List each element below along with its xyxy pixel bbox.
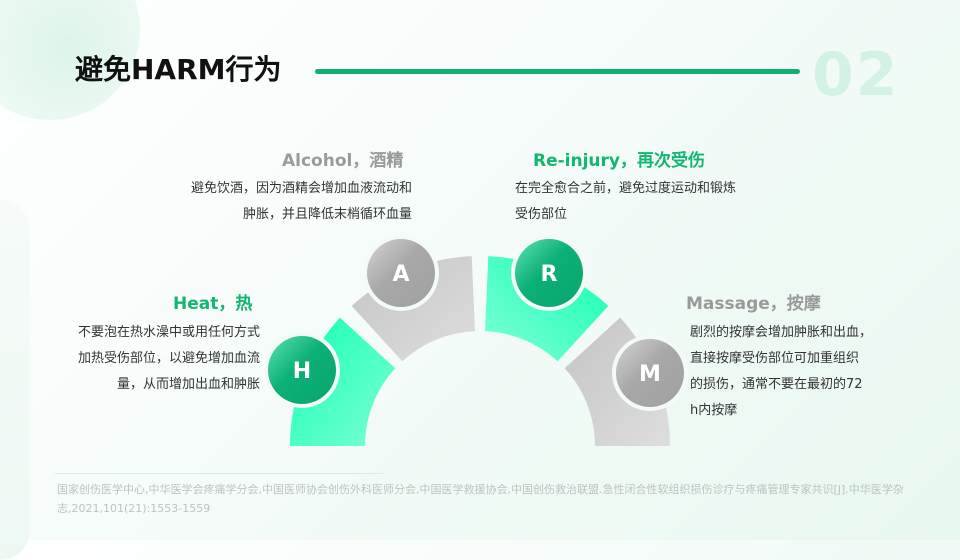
badge-circle <box>616 339 684 407</box>
text-line: 避免饮酒，因为酒精会增加血液流动和 <box>190 181 412 196</box>
heat-description: 不要泡在热水澡中或用任何方式 加热受伤部位，以避免增加血流 量，从而增加出血和肿… <box>78 320 260 398</box>
badge-letter: H <box>293 359 311 384</box>
section-number: 02 <box>812 40 900 110</box>
reference-citation: 国家创伤医学中心,中华医学会疼痛学分会,中国医师协会创伤外科医师分会,中国医学救… <box>57 483 904 515</box>
text-line: 剧烈的按摩会增加肿胀和出血， <box>690 325 873 340</box>
page-title: 避免HARM行为 <box>75 53 282 86</box>
text-line: 加热受伤部位，以避免增加血流 <box>77 351 260 366</box>
massage-heading: Massage，按摩 <box>686 294 821 314</box>
text-line: 肿胀，并且降低末梢循环血量 <box>242 207 412 222</box>
badge-letter: R <box>541 262 558 287</box>
massage-description: 剧烈的按摩会增加肿胀和出血， 直接按摩受伤部位可加重组织 的损伤，通常不要在最初… <box>690 320 872 424</box>
text-line: h内按摩 <box>690 403 738 418</box>
reinjury-heading: Re-injury，再次受伤 <box>533 151 706 171</box>
text-line: 的损伤，通常不要在最初的72 <box>690 377 863 392</box>
title-underline <box>315 69 800 74</box>
badge-letter: M <box>639 362 661 387</box>
alcohol-heading: Alcohol，酒精 <box>282 151 404 171</box>
text-line: 直接按摩受伤部位可加重组织 <box>690 351 860 366</box>
text-line: 不要泡在热水澡中或用任何方式 <box>77 325 260 340</box>
badge-circle <box>515 239 583 307</box>
heat-letter-badge: H <box>264 332 340 408</box>
text-line: 受伤部位 <box>515 207 568 222</box>
harm-arc-diagram: H A R M <box>264 235 688 446</box>
badge-circle <box>268 336 336 404</box>
decorative-blob <box>0 200 30 560</box>
reinjury-letter-badge: R <box>511 235 587 311</box>
alcohol-letter-badge: A <box>363 235 439 311</box>
massage-letter-badge: M <box>612 335 688 411</box>
heat-heading: Heat，热 <box>173 294 253 314</box>
badge-letter: A <box>392 262 409 287</box>
badge-circle <box>367 239 435 307</box>
alcohol-description: 避免饮酒，因为酒精会增加血液流动和 肿胀，并且降低末梢循环血量 <box>191 176 412 228</box>
reinjury-description: 在完全愈合之前，避免过度运动和锻炼 受伤部位 <box>515 176 736 228</box>
text-line: 量，从而增加出血和肿胀 <box>116 377 260 392</box>
text-line: 在完全愈合之前，避免过度运动和锻炼 <box>515 181 737 196</box>
reference-divider <box>55 473 383 474</box>
